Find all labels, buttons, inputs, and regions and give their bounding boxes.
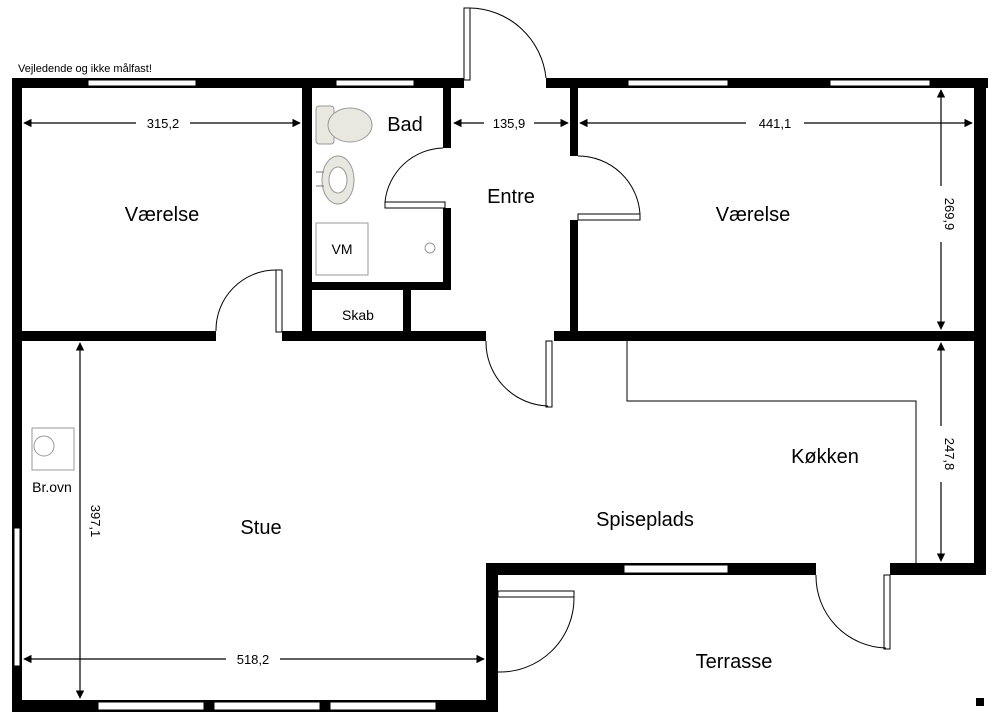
dim-kitchen-depth: 247,8 bbox=[942, 438, 957, 471]
doors bbox=[215, 7, 891, 673]
room-label-bedroom-right: Værelse bbox=[716, 204, 790, 226]
dim-left-bedroom-width: 315,2 bbox=[147, 116, 180, 131]
room-label-dining: Spiseplads bbox=[596, 509, 694, 531]
room-label-bedroom-left: Værelse bbox=[125, 204, 199, 226]
room-label-living: Stue bbox=[240, 517, 281, 539]
closet-label: Skab bbox=[342, 307, 374, 323]
washer-label: VM bbox=[332, 241, 353, 257]
toilet-icon bbox=[315, 105, 373, 145]
windows bbox=[13, 79, 931, 711]
room-label-bathroom: Bad bbox=[387, 114, 423, 136]
kitchen-counter bbox=[626, 341, 917, 563]
dim-living-width: 518,2 bbox=[237, 652, 270, 667]
room-label-kitchen: Køkken bbox=[791, 446, 859, 468]
drain-icon bbox=[424, 242, 436, 254]
corner-mark bbox=[976, 698, 984, 706]
dim-living-depth: 397,1 bbox=[88, 505, 103, 538]
disclaimer-note: Vejledende og ikke målfast! bbox=[18, 63, 152, 75]
sink-icon bbox=[316, 155, 355, 205]
stove-icon bbox=[31, 427, 75, 471]
bathroom-fixtures: VM bbox=[315, 105, 436, 276]
walls bbox=[12, 78, 988, 712]
room-label-terrace: Terrasse bbox=[696, 651, 773, 673]
dim-right-bedroom-depth: 269,9 bbox=[942, 198, 957, 231]
dim-right-bedroom-width: 441,1 bbox=[759, 116, 792, 131]
room-label-entrance: Entre bbox=[487, 186, 535, 208]
stove-label: Br.ovn bbox=[32, 479, 72, 495]
washer-box bbox=[315, 222, 369, 276]
dim-entrance-width: 135,9 bbox=[493, 116, 526, 131]
